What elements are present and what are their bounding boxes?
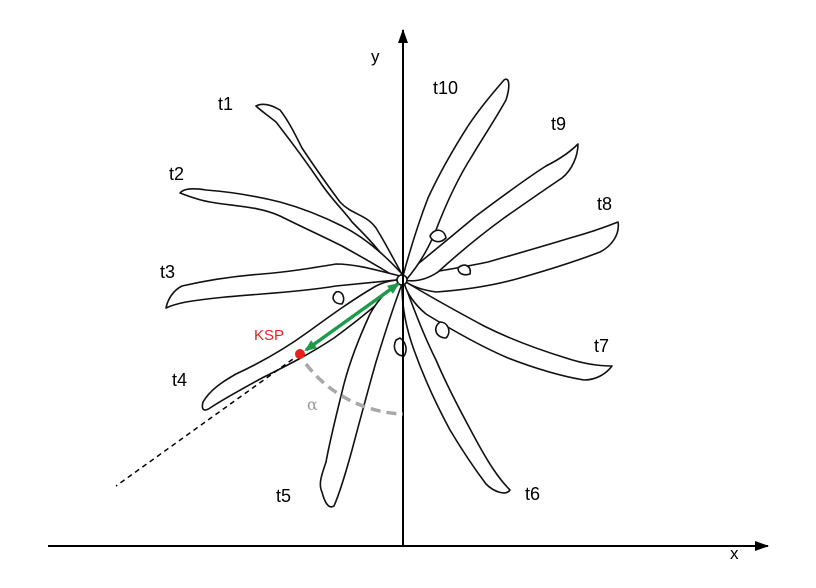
tentacle-label-t10: t10	[433, 78, 458, 98]
tentacle-label-t4: t4	[172, 370, 187, 390]
tentacle-t8-outline	[403, 221, 620, 293]
tentacle-t7-outline	[403, 281, 613, 381]
tentacle-label-t1: t1	[218, 94, 233, 114]
y-axis-label: y	[371, 47, 380, 66]
ksp-point	[295, 349, 305, 359]
tentacle-label-t6: t6	[525, 484, 540, 504]
disk-lobe	[393, 337, 407, 357]
tentacle-t10-outline	[402, 78, 510, 281]
tentacle-t9-outline	[402, 143, 579, 282]
tentacle-labels: t1 t2 t3 t4 t5 t6 t7 t8 t9 t10	[160, 78, 612, 506]
ksp-distance-arrow	[304, 282, 400, 352]
tentacle-label-t7: t7	[594, 336, 609, 356]
tentacle-label-t8: t8	[597, 194, 612, 214]
x-axis-label: x	[730, 544, 739, 563]
disk-lobe	[429, 229, 447, 243]
angle-alpha-label: α	[307, 395, 318, 414]
tentacle-label-t5: t5	[276, 486, 291, 506]
tentacles	[165, 78, 620, 508]
ksp-label: KSP	[254, 327, 284, 344]
tentacle-t1-outline	[255, 103, 404, 280]
disk-lobe	[457, 264, 472, 276]
disk-lobe	[434, 321, 450, 339]
reference-dashed-line	[115, 353, 301, 487]
disk-lobe	[332, 290, 345, 305]
tentacle-label-t2: t2	[169, 164, 184, 184]
angle-arc	[304, 362, 404, 416]
tentacle-label-t9: t9	[551, 114, 566, 134]
tentacle-t6-outline	[401, 284, 511, 494]
tentacle-t2-outline	[179, 187, 403, 279]
tentacle-label-t3: t3	[160, 262, 175, 282]
